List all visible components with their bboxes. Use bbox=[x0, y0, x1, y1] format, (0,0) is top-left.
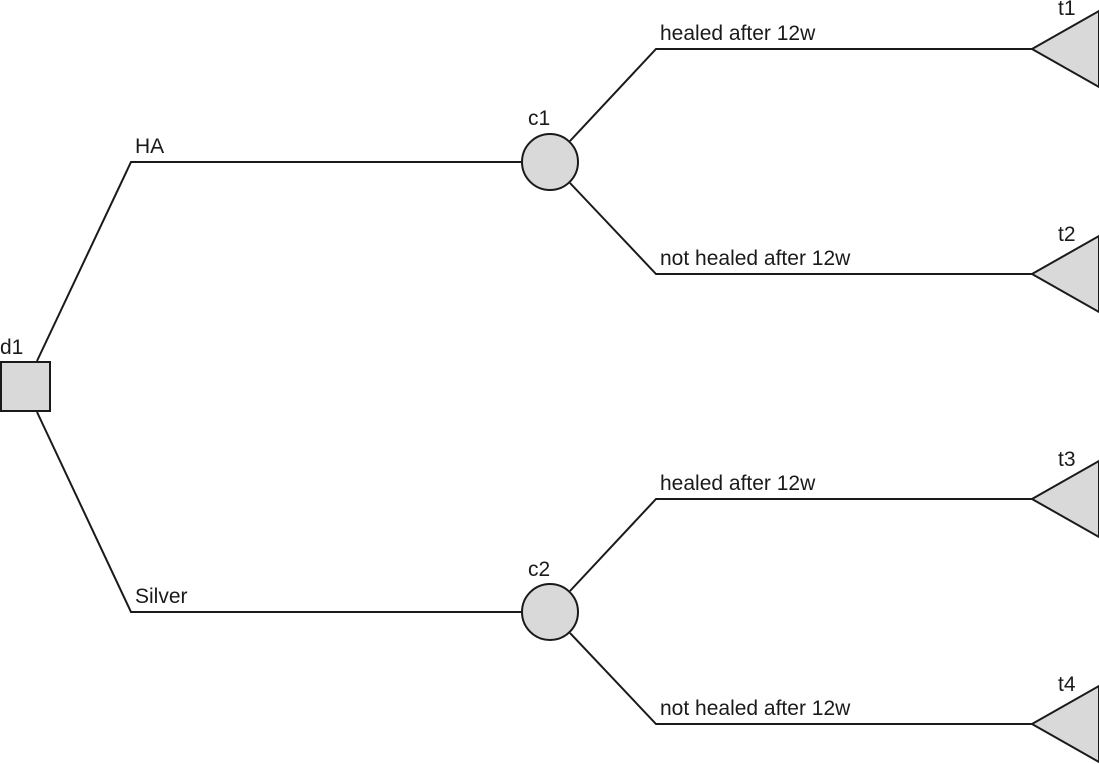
terminal-node-label-t3: t3 bbox=[1058, 448, 1076, 471]
branch-silver-line bbox=[36, 411, 522, 613]
branch-label-c1-not-healed: not healed after 12w bbox=[660, 247, 851, 270]
chance-node-c1 bbox=[521, 133, 579, 191]
branch-label-ha: HA bbox=[135, 135, 164, 158]
terminal-node-t3 bbox=[1029, 459, 1099, 539]
decision-node-d1 bbox=[0, 361, 51, 412]
terminal-node-label-t1: t1 bbox=[1058, 0, 1076, 20]
terminal-node-label-t4: t4 bbox=[1058, 673, 1076, 696]
terminal-node-t2 bbox=[1029, 234, 1099, 314]
chance-node-label-c1: c1 bbox=[528, 107, 550, 130]
terminal-node-label-t2: t2 bbox=[1058, 223, 1076, 246]
branch-c1-not-healed-line bbox=[569, 182, 1032, 275]
branch-label-silver: Silver bbox=[135, 585, 188, 608]
branch-ha-line bbox=[36, 161, 522, 362]
chance-node-c2 bbox=[521, 583, 579, 641]
decision-node-label-d1: d1 bbox=[0, 336, 23, 359]
branch-label-c1-healed: healed after 12w bbox=[660, 22, 816, 45]
branch-label-c2-not-healed: not healed after 12w bbox=[660, 697, 851, 720]
branch-label-c2-healed: healed after 12w bbox=[660, 472, 816, 495]
terminal-node-t1 bbox=[1029, 9, 1099, 89]
branch-c2-not-healed-line bbox=[569, 632, 1032, 725]
chance-node-label-c2: c2 bbox=[528, 558, 550, 581]
branch-c1-healed-line bbox=[569, 48, 1032, 142]
branch-c2-healed-line bbox=[569, 498, 1032, 592]
terminal-node-t4 bbox=[1029, 684, 1099, 764]
